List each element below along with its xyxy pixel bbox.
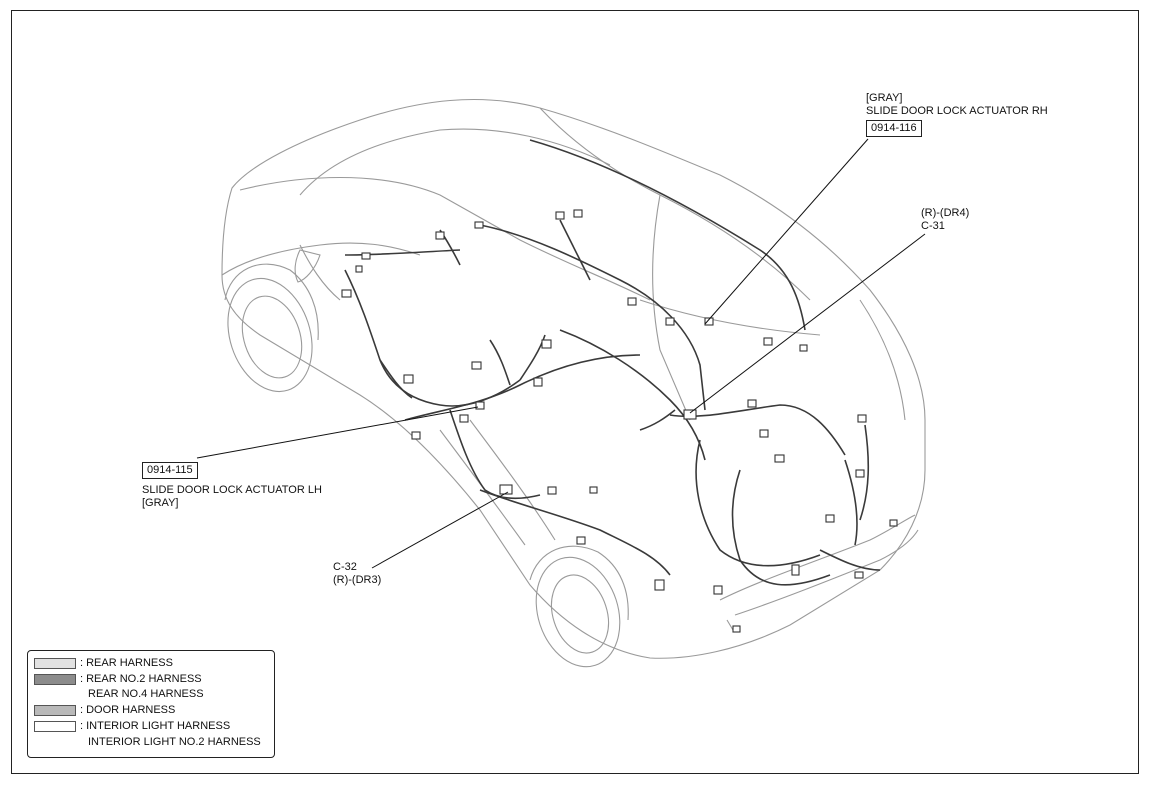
- lh-actuator-color: [GRAY]: [142, 497, 179, 509]
- rh-actuator-color: [GRAY]: [866, 92, 903, 104]
- harness-legend: : REAR HARNESS : REAR NO.2 HARNESS REAR …: [27, 650, 275, 758]
- legend-swatch: [34, 674, 76, 685]
- harness-wiring: [344, 139, 881, 586]
- legend-label: : REAR NO.2 HARNESS: [80, 673, 202, 685]
- legend-label: : INTERIOR LIGHT HARNESS: [80, 720, 231, 732]
- legend-label: : REAR HARNESS: [80, 657, 173, 669]
- lh-actuator-code: 0914-115: [142, 462, 198, 479]
- legend-label: REAR NO.4 HARNESS: [88, 688, 204, 700]
- lh-actuator-name: SLIDE DOOR LOCK ACTUATOR LH: [142, 484, 322, 496]
- legend-swatch: [34, 658, 76, 669]
- legend-swatch: [34, 721, 76, 732]
- c31-connector-id: C-31: [921, 220, 945, 232]
- legend-label: INTERIOR LIGHT NO.2 HARNESS: [88, 736, 261, 748]
- c31-connector-code: (R)-(DR4): [921, 207, 970, 219]
- c32-connector-code: (R)-(DR3): [333, 574, 382, 586]
- leader-lines: [196, 138, 926, 569]
- rh-actuator-name: SLIDE DOOR LOCK ACTUATOR RH: [866, 105, 1048, 117]
- vehicle-outline: [221, 98, 926, 668]
- legend-label: : DOOR HARNESS: [80, 704, 176, 716]
- legend-swatch: [34, 705, 76, 716]
- diagram-frame: [11, 10, 1139, 774]
- c32-connector-id: C-32: [333, 561, 357, 573]
- connectors: [341, 209, 898, 633]
- rh-actuator-code: 0914-116: [866, 120, 922, 137]
